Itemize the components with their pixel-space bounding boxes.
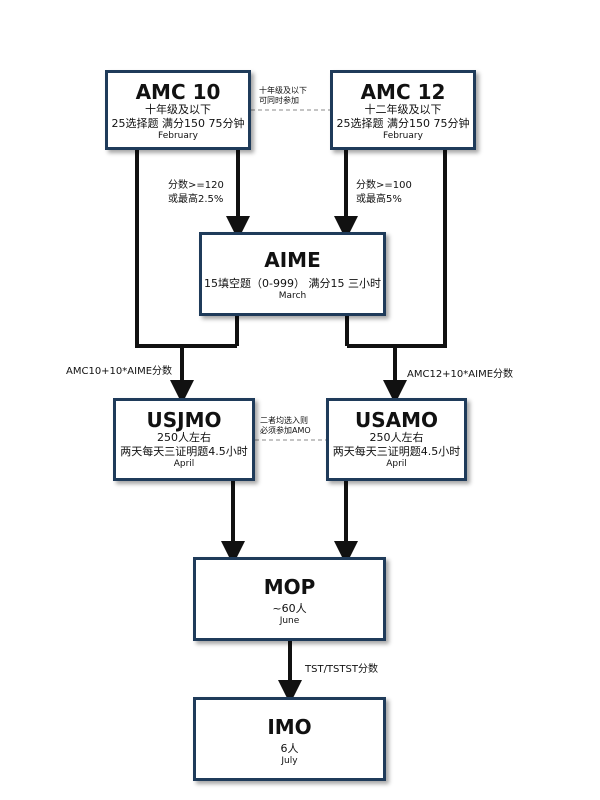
amc-link-note-line1: 十年级及以下 (259, 86, 307, 95)
usamo-box: USAMO 250人左右 两天每天三证明题4.5小时 April (326, 398, 467, 481)
path-amc12-usamo (383, 150, 447, 404)
imo-month: July (281, 756, 298, 766)
amc10-cutoff-line1: 分数>=120 (168, 180, 224, 191)
imo-count: 6人 (280, 742, 299, 755)
usjmo-index-label: AMC10+10*AIME分数 (66, 366, 173, 377)
amc12-cutoff-line1: 分数>=100 (356, 180, 412, 191)
usamo-title: USAMO (354, 408, 439, 432)
mop-title: MOP (263, 575, 316, 599)
amc10-cutoff-label: 分数>=120 或最高2.5% (168, 179, 224, 207)
aime-format: 15填空题（0-999） 满分15 三小时 (204, 277, 381, 290)
amc12-month: February (383, 131, 423, 141)
amc12-cutoff-label: 分数>=100 或最高5% (356, 179, 412, 207)
amc10-format: 25选择题 满分150 75分钟 (111, 117, 245, 130)
aime-title: AIME (264, 248, 321, 272)
aime-month: March (278, 291, 307, 301)
amc12-title: AMC 12 (360, 80, 446, 104)
path-amc10-usjmo (135, 150, 194, 404)
imo-title: IMO (267, 715, 312, 739)
amc12-format: 25选择题 满分150 75分钟 (336, 117, 470, 130)
usamo-month: April (386, 459, 407, 469)
mop-month: June (279, 616, 300, 626)
amc10-box: AMC 10 十年级及以下 25选择题 满分150 75分钟 February (105, 70, 251, 150)
amc12-box: AMC 12 十二年级及以下 25选择题 满分150 75分钟 February (330, 70, 476, 150)
usamo-count: 250人左右 (369, 431, 424, 444)
aime-box: AIME 15填空题（0-999） 满分15 三小时 March (199, 232, 386, 316)
usamo-format: 两天每天三证明题4.5小时 (332, 445, 461, 458)
amc12-grade: 十二年级及以下 (364, 103, 442, 116)
amc10-cutoff-line2: 或最高2.5% (168, 194, 224, 205)
olympiad-link-note-line2: 必须参加AMO (260, 426, 311, 435)
mop-count: ~60人 (272, 602, 307, 615)
tst-label: TST/TSTST分数 (305, 664, 378, 675)
olympiad-link-note-line1: 二者均选入则 (260, 416, 308, 425)
amc-link-note-line2: 可同时参加 (259, 96, 299, 105)
amc10-month: February (158, 131, 198, 141)
usamo-index-label: AMC12+10*AIME分数 (407, 369, 514, 380)
usjmo-count: 250人左右 (157, 431, 211, 444)
usjmo-month: April (173, 459, 195, 469)
imo-box: IMO 6人 July (193, 697, 386, 781)
usjmo-box: USJMO 250人左右 两天每天三证明题4.5小时 April (113, 398, 255, 481)
amc12-cutoff-line2: 或最高5% (356, 194, 402, 205)
usjmo-format: 两天每天三证明题4.5小时 (120, 445, 248, 458)
olympiad-link-note: 二者均选入则 必须参加AMO (260, 416, 311, 436)
amc-link-note: 十年级及以下 可同时参加 (259, 86, 307, 106)
usjmo-title: USJMO (146, 408, 222, 432)
mop-box: MOP ~60人 June (193, 557, 386, 641)
amc10-grade: 十年级及以下 (145, 103, 211, 116)
amc10-title: AMC 10 (135, 80, 221, 104)
